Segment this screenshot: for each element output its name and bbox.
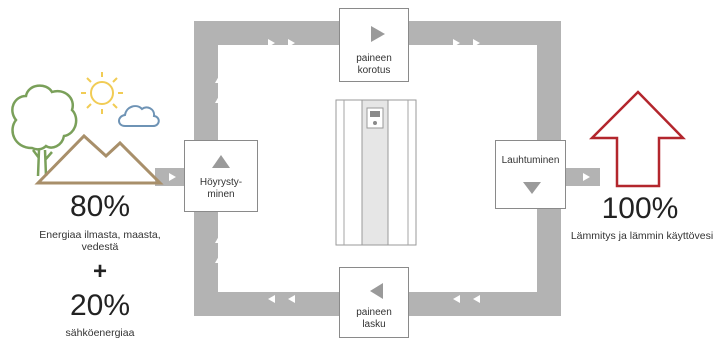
electric-label: sähköenergiaa (65, 327, 135, 339)
electric-percent: 20% (69, 289, 131, 322)
sun-icon (81, 72, 123, 114)
triangle-down-icon (523, 182, 541, 194)
source-percent: 80% (69, 190, 131, 223)
source-label: Energiaa ilmasta, maasta, vedestä (39, 229, 161, 254)
output-percent: 100% (601, 192, 679, 225)
flow-arrows-right (527, 78, 535, 265)
cloud-icon (118, 105, 160, 127)
compression-box: paineen korotus (339, 8, 409, 82)
flow-arrows-top (268, 39, 480, 47)
tree-icon (11, 84, 78, 177)
evaporation-box: Höyrysty- minen (184, 140, 258, 212)
triangle-up-icon (212, 155, 230, 168)
heat-pump-unit (335, 99, 417, 246)
heat-outlet-arrow (583, 173, 590, 181)
heat-inlet-arrow (169, 173, 176, 181)
compression-label: paineen korotus (356, 53, 392, 76)
expansion-box: paineen lasku (339, 267, 409, 338)
condensation-label: Lauhtuminen (501, 155, 560, 166)
mountain-icon (34, 133, 164, 185)
flow-arrows-bottom (268, 295, 480, 303)
play-right-icon (371, 26, 385, 42)
house-icon (588, 90, 686, 188)
play-left-icon (370, 283, 383, 299)
output-label: Lämmitys ja lämmin käyttövesi (570, 230, 714, 242)
evaporation-label: Höyrysty- minen (199, 177, 243, 200)
flow-arrows-left (215, 76, 223, 263)
condensation-box: Lauhtuminen (495, 140, 566, 209)
expansion-label: paineen lasku (356, 307, 392, 330)
heat-outlet-connector (560, 168, 600, 186)
plus-sign: + (92, 258, 107, 285)
